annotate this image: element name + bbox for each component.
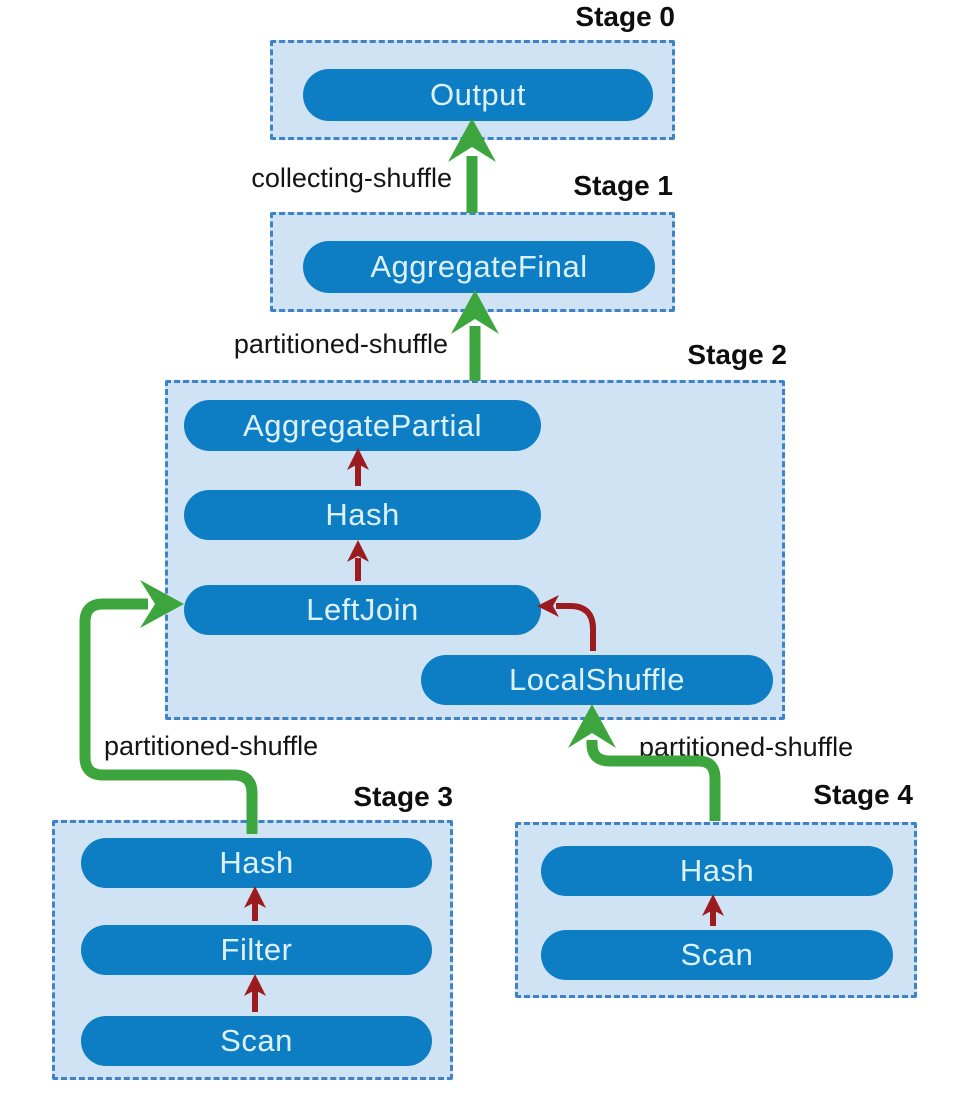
stage-2-label: Stage 2 [687, 339, 787, 370]
stage-0-box: Output [270, 40, 675, 140]
edge-label-collecting-shuffle: collecting-shuffle [251, 163, 452, 193]
stage-3-box: Hash Filter Scan [52, 820, 453, 1080]
node-left-join: LeftJoin [184, 585, 541, 635]
node-filter: Filter [81, 925, 432, 975]
stage-1-box: AggregateFinal [270, 212, 675, 312]
node-hash-stage3: Hash [81, 838, 432, 888]
stage-4-label: Stage 4 [813, 779, 913, 810]
node-aggregate-partial: AggregatePartial [184, 400, 541, 451]
node-scan-stage3: Scan [81, 1016, 432, 1066]
node-scan-stage4: Scan [541, 930, 893, 980]
stage-3-label: Stage 3 [353, 781, 453, 812]
node-aggregate-final: AggregateFinal [303, 241, 655, 293]
edge-label-partitioned-shuffle-1: partitioned-shuffle [233, 329, 448, 359]
edge-label-partitioned-shuffle-2: partitioned-shuffle [104, 731, 319, 761]
node-hash-stage4: Hash [541, 846, 893, 896]
stage-4-box: Hash Scan [515, 822, 917, 998]
edge-label-partitioned-shuffle-3: partitioned-shuffle [639, 732, 854, 762]
stage-1-label: Stage 1 [573, 170, 673, 201]
node-hash-stage2: Hash [184, 490, 541, 540]
stage-2-box: AggregatePartial Hash LeftJoin LocalShuf… [165, 380, 785, 720]
stage-0-label: Stage 0 [575, 1, 675, 32]
node-output: Output [303, 69, 653, 121]
node-local-shuffle: LocalShuffle [421, 655, 773, 705]
